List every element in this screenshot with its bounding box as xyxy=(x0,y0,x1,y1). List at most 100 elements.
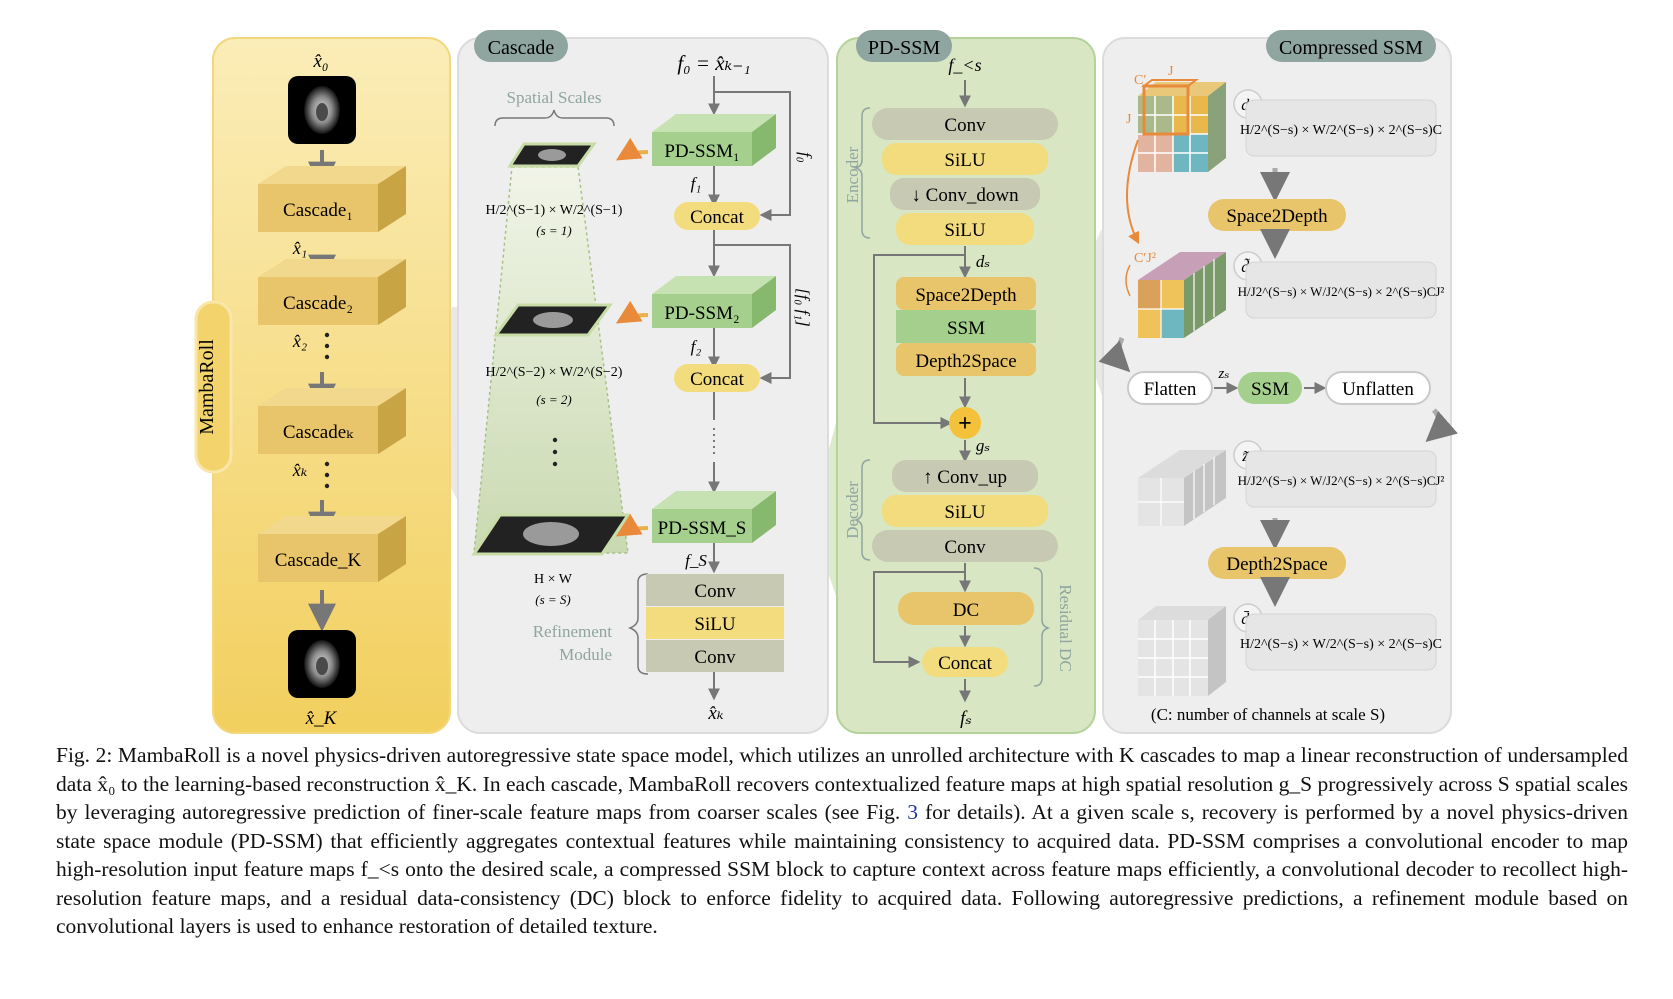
ssm-layer xyxy=(896,310,1036,343)
caption-part-1: Fig. 2: MambaRoll is a novel physics-dri… xyxy=(56,743,1628,824)
svg-text:SiLU: SiLU xyxy=(944,150,985,171)
pdssm-title: PD-SSM xyxy=(868,37,940,59)
depth2space-layer xyxy=(896,343,1036,376)
x2-label: x̂₂ xyxy=(292,331,307,351)
refinement-brace xyxy=(627,573,649,675)
svg-text:Conv: Conv xyxy=(944,115,986,136)
svg-text:↓ Conv_down: ↓ Conv_down xyxy=(911,185,1019,206)
decoder-conv xyxy=(872,530,1058,562)
f1-label: f₁ xyxy=(691,174,702,193)
svg-text:SiLU: SiLU xyxy=(944,220,985,241)
residual-dc-label: Residual DC xyxy=(1056,584,1075,671)
svg-text:Cascade_K: Cascade_K xyxy=(275,550,362,571)
refinement-module: Conv SiLU Conv xyxy=(646,574,784,672)
svg-text:Cascadeₖ: Cascadeₖ xyxy=(283,422,354,443)
residual-dc-brace xyxy=(1033,567,1051,687)
f0-input-label: f₀ = x̂ₖ₋₁ xyxy=(677,51,750,75)
svg-text:Concat: Concat xyxy=(938,653,993,674)
flow-arrow xyxy=(1425,408,1458,442)
scale-2-label: (s = 2) xyxy=(536,392,572,407)
residual-skip xyxy=(873,254,965,429)
dims-box-1 xyxy=(1245,99,1437,157)
cascade-panel: Cascade f₀ = x̂ₖ₋₁ Spatial Scales H/2^(S… xyxy=(457,30,829,734)
svg-text:PD-SSM_S: PD-SSM_S xyxy=(658,518,747,539)
svg-text:Space2Depth: Space2Depth xyxy=(1226,206,1328,227)
caption-part-2: for details). At a given scale s, recove… xyxy=(56,800,1629,938)
caption-figure-link[interactable]: 3 xyxy=(907,800,918,824)
cube-brace xyxy=(1125,264,1131,297)
dc-concat xyxy=(922,647,1008,677)
ds-label: dₛ xyxy=(976,252,991,271)
dims-text-2: H/J2^(S−s) × W/J2^(S−s) × 2^(S−s)CJ² xyxy=(1238,284,1445,299)
svg-text:SSM: SSM xyxy=(1251,379,1289,400)
vertical-ellipsis xyxy=(552,437,558,467)
svg-text:SSM: SSM xyxy=(947,318,985,339)
cube-label-j-left: J xyxy=(1126,112,1132,127)
encoder-conv xyxy=(872,108,1058,140)
svg-text:Concat: Concat xyxy=(690,207,745,228)
svg-text:DC: DC xyxy=(953,600,979,621)
dims-text-1: H/2^(S−s) × W/2^(S−s) × 2^(S−s)C xyxy=(1240,123,1442,138)
fS-label: f_S xyxy=(685,551,707,570)
svg-text:Conv: Conv xyxy=(944,537,986,558)
svg-text:PD-SSM₁: PD-SSM₁ xyxy=(664,141,739,162)
xk-label: x̂ₖ xyxy=(292,460,308,480)
mambaroll-side-label: MambaRoll xyxy=(196,339,218,435)
encoder-silu-1 xyxy=(882,143,1048,175)
skip-f0-label: f₀ xyxy=(796,152,815,163)
pdssm-block-2: PD-SSM₂ xyxy=(652,276,776,328)
concat-node-2: Concat xyxy=(674,364,760,392)
output-mri-image xyxy=(288,630,356,698)
scale-S-feature-map xyxy=(471,513,631,556)
scale-arrow xyxy=(615,513,649,537)
dc-skip xyxy=(873,571,965,668)
encoder-label: Encoder xyxy=(843,146,862,203)
cube-label-j-top: J xyxy=(1168,64,1174,79)
compressed-ssm-panel: Compressed SSM C′ J J xyxy=(1098,30,1458,734)
vertical-ellipsis xyxy=(324,461,330,489)
decoder-brace xyxy=(853,459,871,561)
figure-caption: Fig. 2: MambaRoll is a novel physics-dri… xyxy=(56,741,1628,941)
xK-label: x̂_K xyxy=(305,708,338,729)
pdssm-block-1: PD-SSM₁ xyxy=(652,114,776,166)
gs-label: gₛ xyxy=(976,436,991,455)
feature-cube-zs xyxy=(1138,450,1226,526)
scale-S-label: (s = S) xyxy=(535,592,571,607)
space2depth-op xyxy=(1208,199,1346,231)
cascade-block-K: Cascade_K xyxy=(258,516,406,582)
refinement-silu: SiLU xyxy=(694,614,735,635)
encoder-conv-down xyxy=(890,178,1040,210)
x1-label: x̂₁ xyxy=(292,238,307,258)
module-label: Module xyxy=(559,645,612,664)
svg-text:Cascade₂: Cascade₂ xyxy=(283,293,353,314)
encoder-silu-2 xyxy=(896,213,1034,245)
scale-arrow xyxy=(615,300,649,324)
x0-label: x̂₀ xyxy=(312,51,328,72)
pdssm-block-S: PD-SSM_S xyxy=(652,491,776,543)
dims-box-3 xyxy=(1245,450,1437,508)
svg-text:Depth2Space: Depth2Space xyxy=(915,351,1016,372)
ssm-op xyxy=(1238,372,1302,404)
decoder-conv-up xyxy=(892,460,1038,492)
pdssm-panel: PD-SSM f_<s Encoder Conv SiLU ↓ Conv_dow… xyxy=(836,30,1096,734)
cascade-block-1: Cascade₁ xyxy=(258,166,406,232)
depth2space-op xyxy=(1208,547,1346,579)
scale-1-dims: H/2^(S−1) × W/2^(S−1) xyxy=(486,203,623,218)
zs-label: zₛ xyxy=(1218,366,1230,382)
encoder-brace xyxy=(853,107,871,239)
architecture-diagram: MambaRoll x̂₀ Cascade₁ x̂₁ Cascade₂ x̂₂ xyxy=(194,30,1458,734)
feature-cube-ds-bar xyxy=(1138,606,1226,696)
cascade-block-2: Cascade₂ xyxy=(258,259,406,325)
cascade-block-k: Cascadeₖ xyxy=(258,388,406,454)
decoder-label: Decoder xyxy=(843,481,862,539)
scales-brace xyxy=(494,109,615,127)
dc-block xyxy=(898,592,1034,625)
svg-text:Cascade₁: Cascade₁ xyxy=(283,200,353,221)
skip-f0f1-label: [f₀ f₁] xyxy=(794,288,813,327)
cube-label-cj2: C′J² xyxy=(1134,251,1156,266)
dims-box-4 xyxy=(1245,613,1437,671)
skip-connection-f0f1 xyxy=(714,244,791,384)
dims-text-3: H/J2^(S−s) × W/J2^(S−s) × 2^(S−s)CJ² xyxy=(1238,473,1445,488)
scale-S-dims: H × W xyxy=(534,572,573,587)
cube-label-c: C′ xyxy=(1134,73,1146,88)
